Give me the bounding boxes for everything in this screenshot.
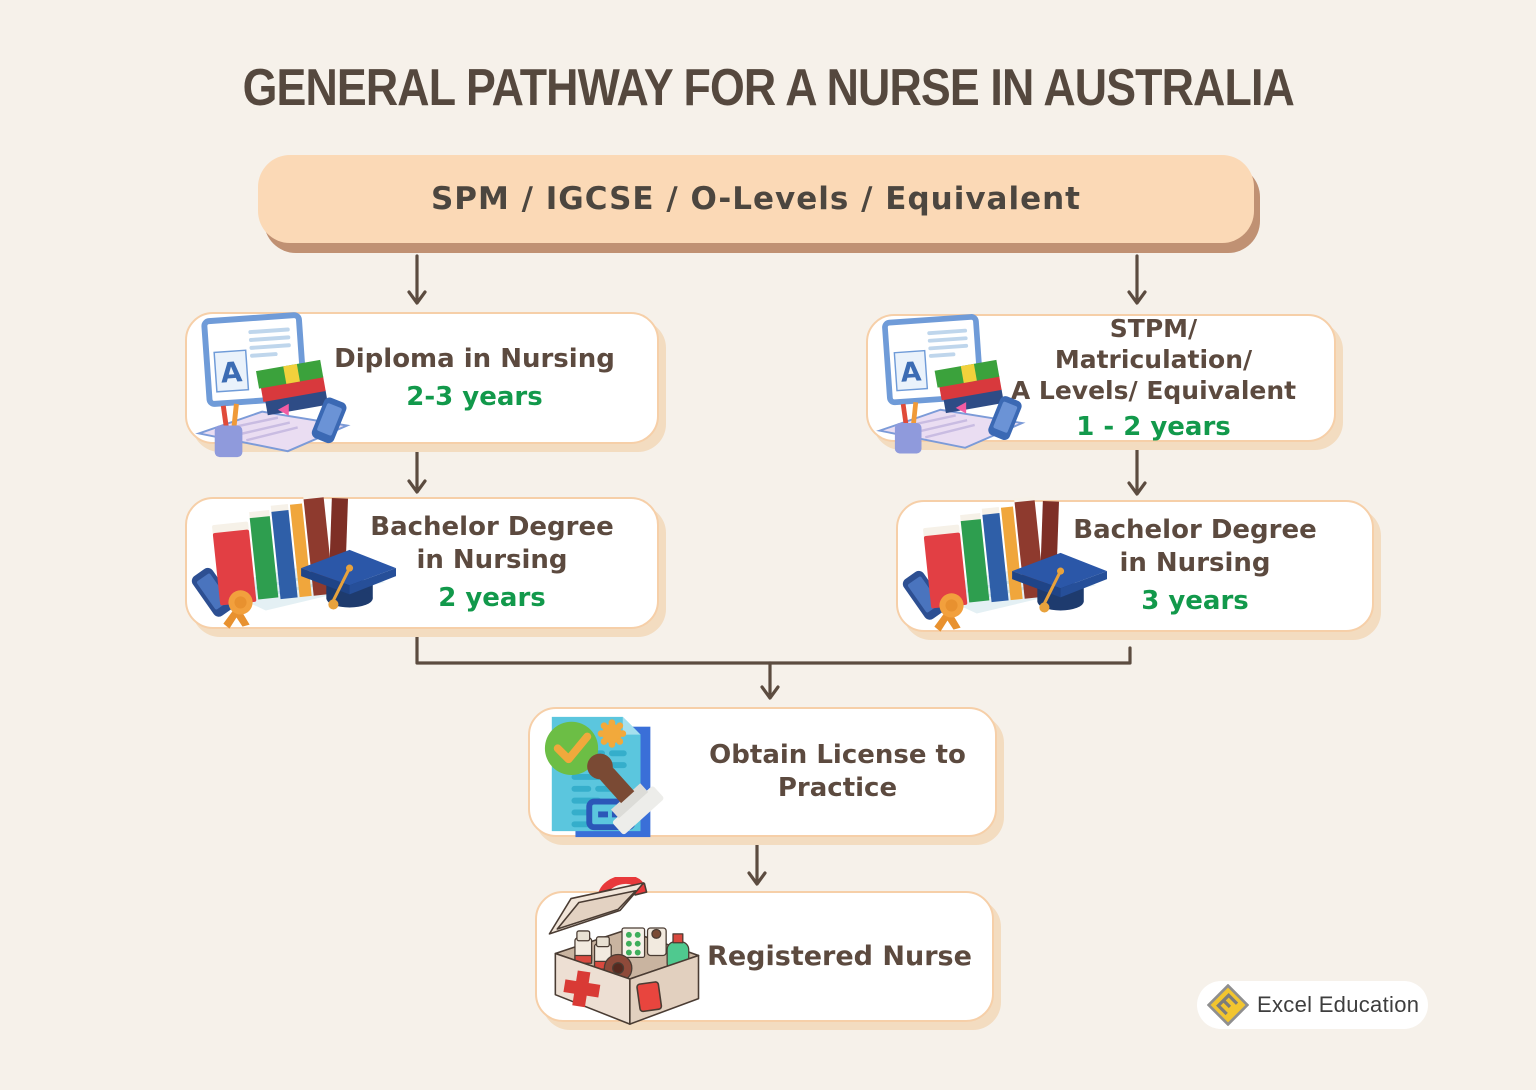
start-label: SPM / IGCSE / O-Levels / Equivalent (430, 181, 1082, 217)
svg-text:A: A (220, 355, 244, 389)
node-bachelor-right: Bachelor Degree in Nursing 3 years (896, 496, 1374, 632)
node-duration: 3 years (1141, 586, 1249, 616)
node-duration: 2 years (438, 583, 546, 613)
excel-education-logo-icon (1207, 984, 1249, 1026)
node-title: in Nursing (1119, 548, 1271, 578)
node-title: Obtain License to (709, 740, 966, 770)
node-title: Registered Nurse (707, 941, 972, 972)
node-title: Bachelor Degree (370, 512, 614, 542)
merge-connector (415, 632, 1132, 665)
node-diploma: A Diploma in Nursing 2-3 years (185, 312, 659, 458)
node-title: STPM/ Matriculation/ (1054, 313, 1253, 374)
node-duration: 2-3 years (406, 381, 543, 412)
node-license: Obtain License to Practice (528, 707, 997, 838)
node-registered-nurse: Registered Nurse (535, 875, 994, 1025)
page-title: GENERAL PATHWAY FOR A NURSE IN AUSTRALIA (242, 59, 1294, 117)
svg-text:A: A (900, 356, 923, 388)
node-title: A Levels/ Equivalent (1010, 375, 1297, 405)
study-desk-icon: A (876, 314, 1026, 454)
node-title: Bachelor Degree (1073, 515, 1317, 545)
node-title: Diploma in Nursing (334, 343, 615, 374)
node-preu: A STPM/ Matriculation/ A Levels/ Equi (866, 313, 1336, 454)
node-title: Practice (777, 773, 898, 803)
node-title: in Nursing (416, 545, 568, 575)
first-aid-kit-icon (548, 875, 700, 1025)
node-duration: 1 - 2 years (1076, 411, 1231, 442)
license-stamp-icon (544, 716, 664, 838)
excel-education-logo: Excel Education (1197, 981, 1428, 1029)
node-bachelor-left: Bachelor Degree in Nursing 2 years (185, 493, 659, 629)
node-start: SPM / IGCSE / O-Levels / Equivalent (258, 155, 1254, 243)
logo-text: Excel Education (1257, 992, 1420, 1017)
